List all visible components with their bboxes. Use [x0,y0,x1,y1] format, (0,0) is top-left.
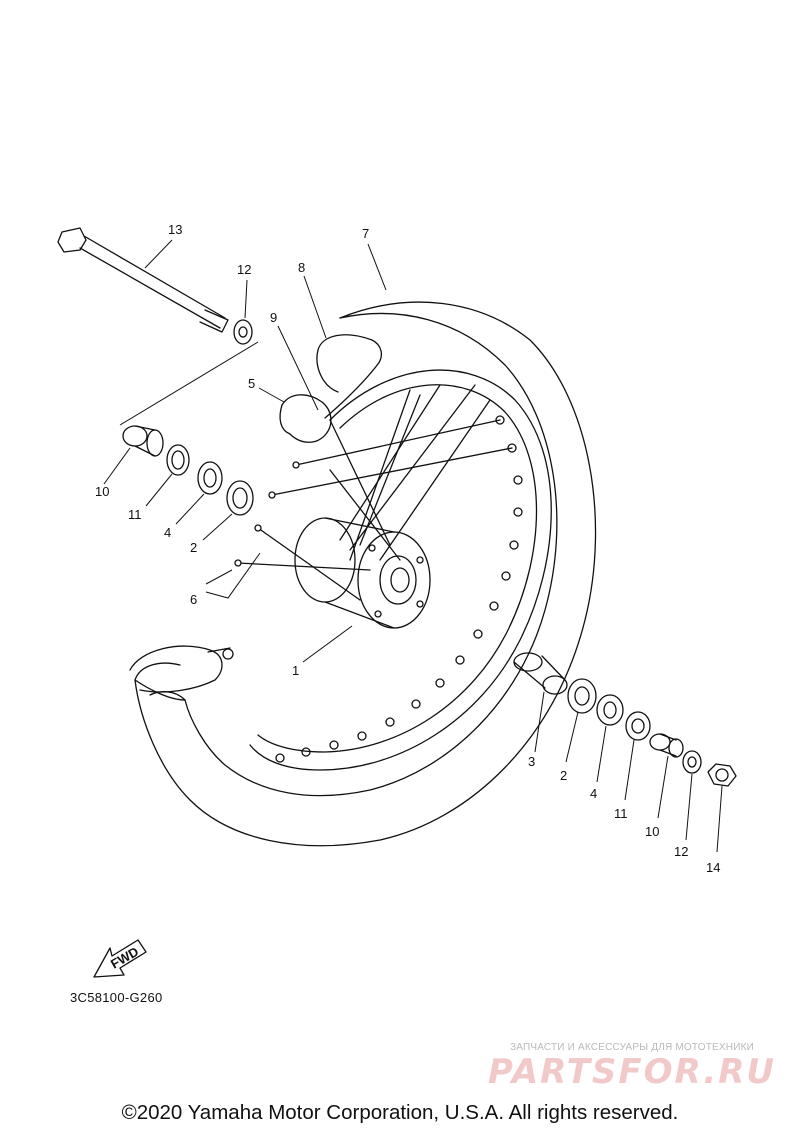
callout-3: 3 [528,754,535,769]
diagram-code: 3C58100-G260 [70,990,163,1005]
right-washer-12 [682,750,702,774]
callout-10-right: 10 [645,824,659,839]
callout-2-left: 2 [190,540,197,555]
axle-nut-14 [707,763,737,787]
copyright-notice: ©2020 Yamaha Motor Corporation, U.S.A. A… [121,1101,679,1124]
watermark-tagline: ЗАПЧАСТИ И АКСЕССУАРЫ ДЛЯ МОТОТЕХНИКИ [509,1042,755,1053]
spokes [234,384,513,601]
right-bearing-2 [567,678,597,714]
fwd-arrow-icon: FWD [93,939,147,978]
left-washer-12 [233,319,253,345]
right-bearing-4 [596,694,624,726]
callout-1: 1 [292,663,299,678]
callout-12-left: 12 [237,262,251,277]
leader-lines [103,239,723,853]
callout-14: 14 [706,860,720,875]
rim [249,369,552,771]
callout-12-right: 12 [674,844,688,859]
spacer-3 [513,652,568,695]
axle [57,227,229,333]
tube [129,334,383,693]
tire [134,301,597,847]
callout-5: 5 [248,376,255,391]
callout-labels: 13 12 7 8 9 5 10 11 4 2 6 1 3 2 4 11 10 … [95,222,720,875]
callout-4-left: 4 [164,525,171,540]
left-oil-seal-11 [166,444,190,476]
callout-7: 7 [362,226,369,241]
watermark-brand: PARTSFOR.RU [487,1052,777,1092]
rim-band [279,394,332,443]
left-bearing-2 [226,480,254,516]
callout-8: 8 [298,260,305,275]
callout-13: 13 [168,222,182,237]
rim-spoke-holes [275,415,523,763]
callout-11-right: 11 [614,806,628,821]
callout-2-right: 2 [560,768,567,783]
watermark: ЗАПЧАСТИ И АКСЕССУАРЫ ДЛЯ МОТОТЕХНИКИ PA… [482,1042,782,1091]
right-collar-10 [649,733,684,758]
callout-11-left: 11 [128,507,142,522]
callout-9: 9 [270,310,277,325]
callout-6: 6 [190,592,197,607]
right-oil-seal-11 [625,711,651,741]
fwd-label: FWD [108,944,141,972]
left-collar-10 [122,425,164,457]
callout-10-left: 10 [95,484,109,499]
callout-4-right: 4 [590,786,597,801]
left-bearing-4 [197,461,223,495]
